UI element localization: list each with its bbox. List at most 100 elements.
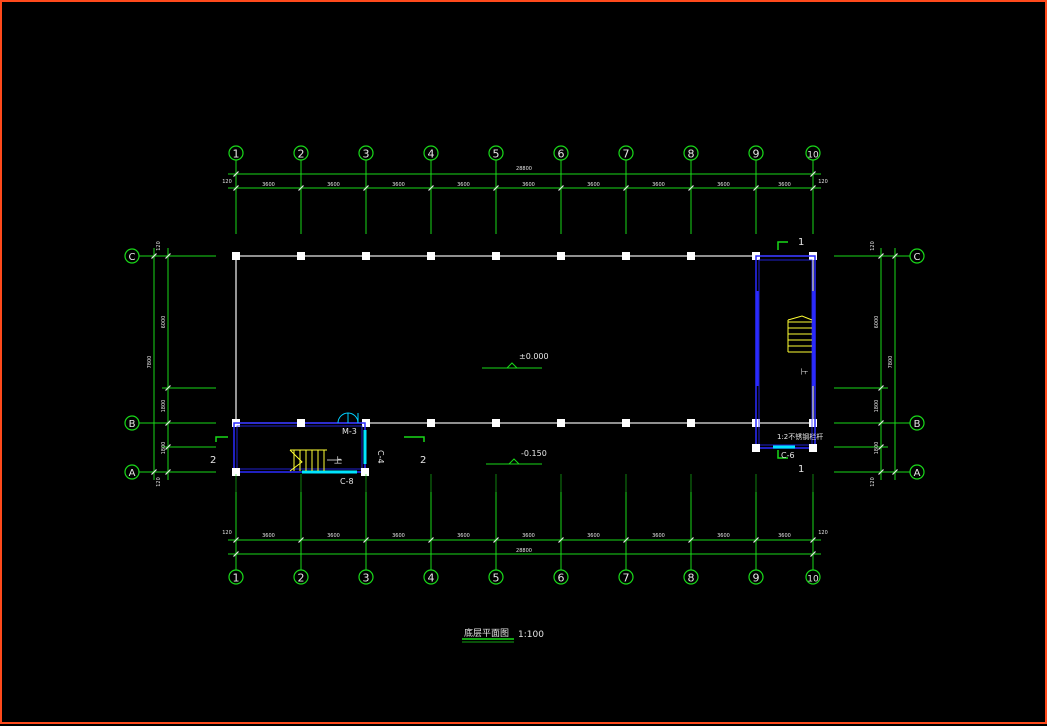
axis-label-top-9: 9 [753,148,760,161]
dim-top-span-text: 3600 [652,182,665,188]
dim-top-span-text: 3600 [522,182,535,188]
section-2-right: 2 [420,455,426,466]
dim-top-span-text: 3600 [262,182,275,188]
dim-right-total-text: 7800 [888,356,894,369]
dim-right-span-text: 1800 [874,442,880,455]
main-wall-outline [235,255,814,424]
column [557,419,565,427]
axis-label-bottom-7: 7 [623,572,630,585]
axis-label-left-A: A [129,468,136,479]
axis-label-left-C: C [129,252,136,263]
window-c8-label: C-8 [340,477,354,486]
window-c6-label: C-6 [781,451,795,460]
dim-top-span-text: 3600 [457,182,470,188]
dim-top-span-text: 3600 [778,182,791,188]
window-c4-label: C-4 [376,450,385,464]
dim-bottom-span-text: 3600 [652,533,665,539]
axis-label-top-1: 1 [233,148,240,161]
door-m3-leaf-right [347,412,359,424]
section-1-bottom: 1 [798,464,804,475]
axis-label-right-C: C [914,252,921,263]
column [297,252,305,260]
stair-up-right: 上 [800,368,809,375]
dim-left-span-text: 1800 [161,400,167,413]
axis-label-left-B: B [129,419,136,430]
column [427,419,435,427]
column [809,444,817,452]
dim-bottom-span-text: 3600 [392,533,405,539]
column [492,419,500,427]
dim-left-edge-bottom: 120 [156,477,162,487]
axis-label-top-3: 3 [363,148,370,161]
axis-label-top-6: 6 [558,148,565,161]
dim-right-span-text: 6000 [874,316,880,329]
dim-top-span-text: 3600 [717,182,730,188]
axis-label-right-B: B [914,419,921,430]
axis-label-bottom-1: 1 [233,572,240,585]
dim-right-edge-bottom: 120 [870,477,876,487]
dim-left-edge-top: 120 [156,241,162,251]
axis-label-bottom-10: 10 [807,575,819,585]
dim-bottom-edge-left: 120 [222,530,232,536]
stair-railing-note: 1:2不锈钢栏杆 [777,432,823,441]
column [622,419,630,427]
axis-label-bottom-6: 6 [558,572,565,585]
column [362,252,370,260]
section-1-top-mark [777,241,788,250]
axis-label-top-4: 4 [428,148,435,161]
column [622,252,630,260]
section-2-left: 2 [210,455,216,466]
axis-label-top-2: 2 [298,148,305,161]
level-low-label: -0.150 [521,449,547,458]
left-stair [289,449,342,472]
dim-top-span-text: 3600 [587,182,600,188]
column [752,444,760,452]
level-main-label: ±0.000 [519,352,549,361]
dim-top-span-text: 3600 [327,182,340,188]
dim-top-edge-left: 120 [222,179,232,185]
dim-bottom-span-text: 3600 [522,533,535,539]
axis-label-top-5: 5 [493,148,500,161]
drawing-scale: 1:100 [518,630,544,640]
column [492,252,500,260]
axis-label-top-8: 8 [688,148,695,161]
column [687,419,695,427]
column [362,419,370,427]
dim-left-span-text: 1800 [161,442,167,455]
drawing-title: 底层平面图 [464,627,509,639]
dim-right-span-text: 1800 [874,400,880,413]
axis-label-top-10: 10 [807,151,819,161]
dim-bottom-span-text: 3600 [587,533,600,539]
axis-label-bottom-3: 3 [363,572,370,585]
column [232,468,240,476]
axis-label-bottom-2: 2 [298,572,305,585]
dim-right-edge-top: 120 [870,241,876,251]
axis-label-bottom-4: 4 [428,572,435,585]
dim-bottom-span-text: 3600 [717,533,730,539]
dim-top-total-text: 28800 [516,166,532,172]
column [687,252,695,260]
door-m3-leaf-left [337,412,349,424]
column [809,419,817,427]
dim-bottom-span-text: 3600 [457,533,470,539]
dim-bottom-span-text: 3600 [327,533,340,539]
dim-bottom-span-text: 3600 [778,533,791,539]
dim-top-edge-right: 120 [818,179,828,185]
section-1-top: 1 [798,237,804,248]
axis-label-right-A: A [914,468,921,479]
axis-label-top-7: 7 [623,148,630,161]
dim-left-span-text: 6000 [161,316,167,329]
dim-bottom-total-text: 28800 [516,548,532,554]
column [427,252,435,260]
door-m3-label: M-3 [342,427,357,436]
column [232,252,240,260]
axis-label-bottom-9: 9 [753,572,760,585]
section-2-right-mark [404,436,425,442]
right-stair [787,315,813,353]
axis-label-bottom-5: 5 [493,572,500,585]
stair-up-left: 上 [334,456,342,465]
dim-bottom-edge-right: 120 [818,530,828,536]
column [557,252,565,260]
